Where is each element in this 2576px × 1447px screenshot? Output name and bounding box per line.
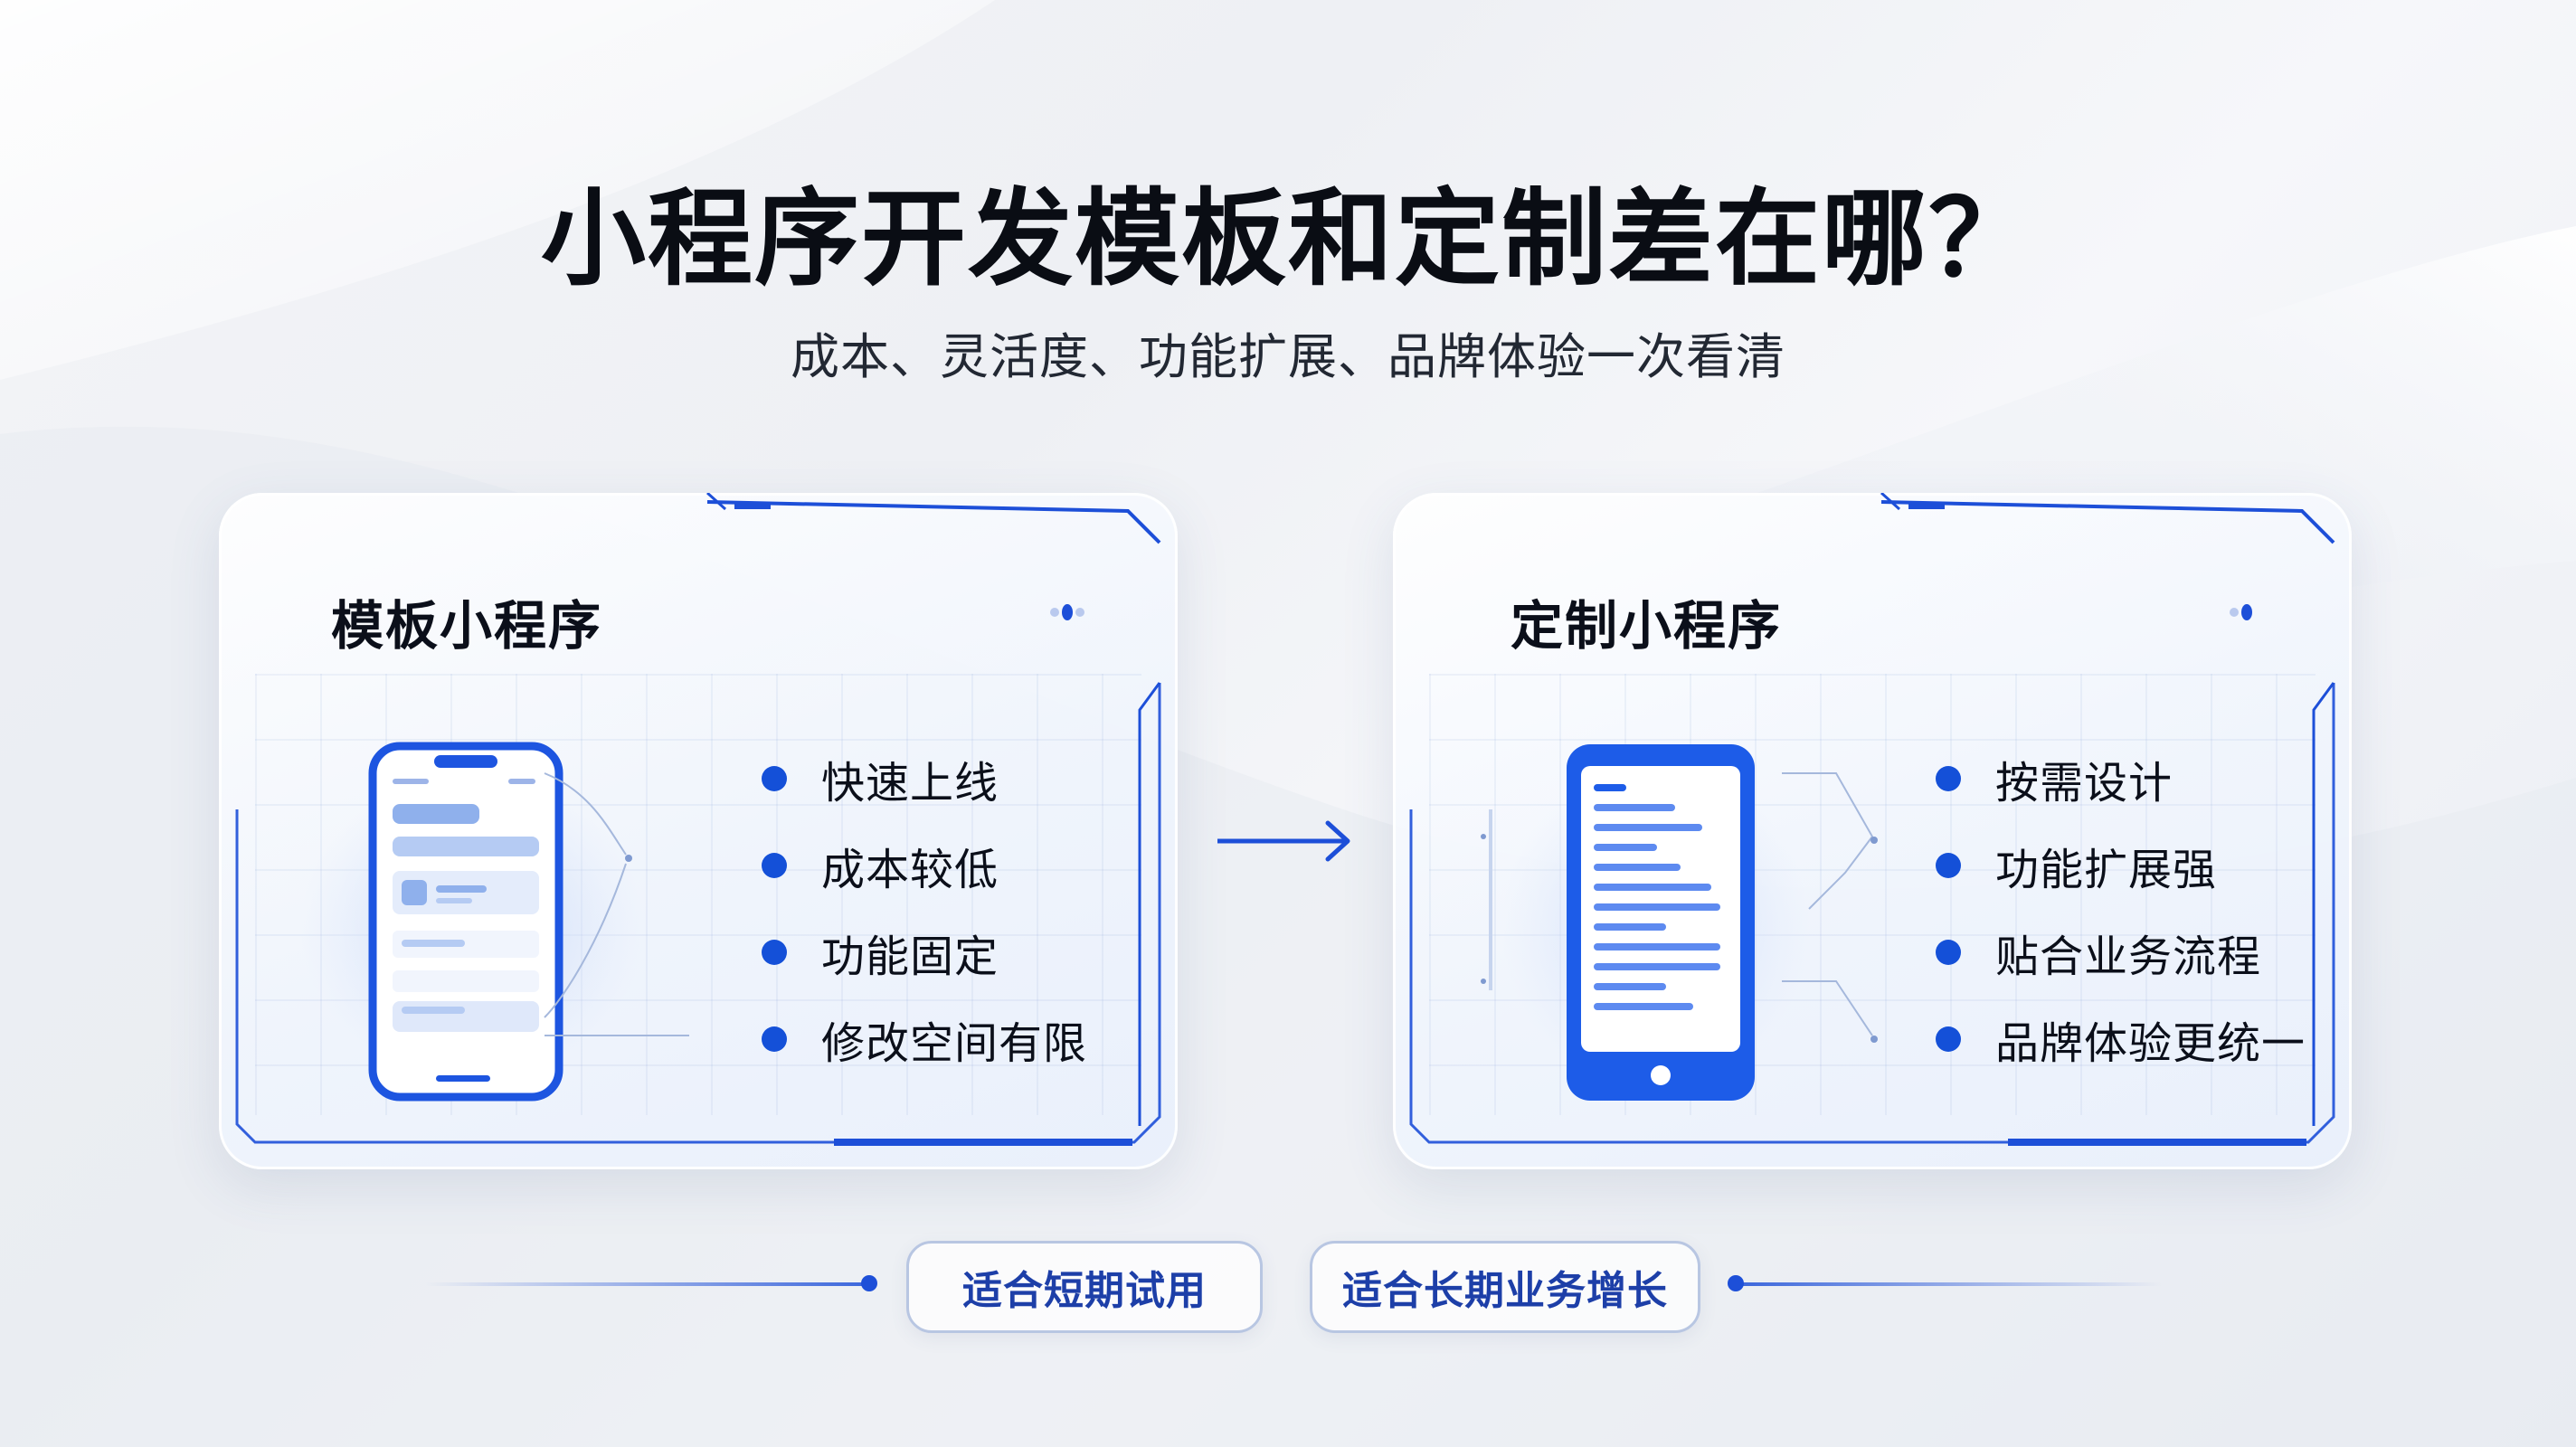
feature-label: 快速上线 — [821, 758, 999, 809]
template-card-title: 模板小程序 — [331, 595, 603, 657]
page-subtitle: 成本、灵活度、功能扩展、品牌体验一次看清 — [791, 328, 1785, 385]
custom-tag-badge: 适合长期业务增长 — [1310, 1241, 1700, 1333]
feature-label: 按需设计 — [1995, 758, 2174, 809]
card-dots-icon — [2230, 604, 2252, 620]
template-phone-icon — [300, 742, 644, 1102]
list-item: 品牌体验更统一 — [1936, 996, 2306, 1083]
list-item: 修改空间有限 — [762, 996, 1087, 1083]
list-item: 快速上线 — [762, 735, 1087, 822]
custom-feature-list: 按需设计 功能扩展强 贴合业务流程 品牌体验更统一 — [1936, 735, 2306, 1083]
list-item: 功能扩展强 — [1936, 822, 2306, 909]
list-item: 贴合业务流程 — [1936, 909, 2306, 996]
custom-card-title: 定制小程序 — [1511, 595, 1783, 657]
card-dots-icon — [1050, 604, 1084, 620]
bullet-dot-icon — [1936, 940, 1961, 965]
feature-label: 贴合业务流程 — [1995, 932, 2262, 982]
footer-line-right — [1737, 1282, 2162, 1286]
list-item: 成本较低 — [762, 822, 1087, 909]
template-card: 模板小程序 快速上线 — [219, 493, 1178, 1169]
feature-label: 成本较低 — [821, 845, 999, 895]
custom-card: 定制小程序 — [1393, 493, 2352, 1169]
list-item: 按需设计 — [1936, 735, 2306, 822]
bullet-dot-icon — [762, 853, 787, 878]
footer-line-left — [425, 1282, 868, 1286]
bullet-dot-icon — [1936, 1026, 1961, 1052]
template-feature-list: 快速上线 成本较低 功能固定 修改空间有限 — [762, 735, 1087, 1083]
page-title: 小程序开发模板和定制差在哪？ — [541, 178, 2035, 300]
list-item: 功能固定 — [762, 909, 1087, 996]
feature-label: 品牌体验更统一 — [1995, 1018, 2306, 1069]
bullet-dot-icon — [1936, 853, 1961, 878]
template-tag-badge: 适合短期试用 — [906, 1241, 1263, 1333]
footer-dot-left — [861, 1275, 877, 1291]
bullet-dot-icon — [762, 766, 787, 791]
feature-label: 修改空间有限 — [821, 1018, 1088, 1069]
footer-dot-right — [1728, 1275, 1744, 1291]
feature-label: 功能扩展强 — [1995, 845, 2218, 895]
feature-label: 功能固定 — [821, 932, 999, 982]
bullet-dot-icon — [1936, 766, 1961, 791]
custom-phone-icon — [1481, 744, 1809, 1101]
bullet-dot-icon — [762, 940, 787, 965]
arrow-right-icon — [1217, 820, 1350, 862]
bullet-dot-icon — [762, 1026, 787, 1052]
